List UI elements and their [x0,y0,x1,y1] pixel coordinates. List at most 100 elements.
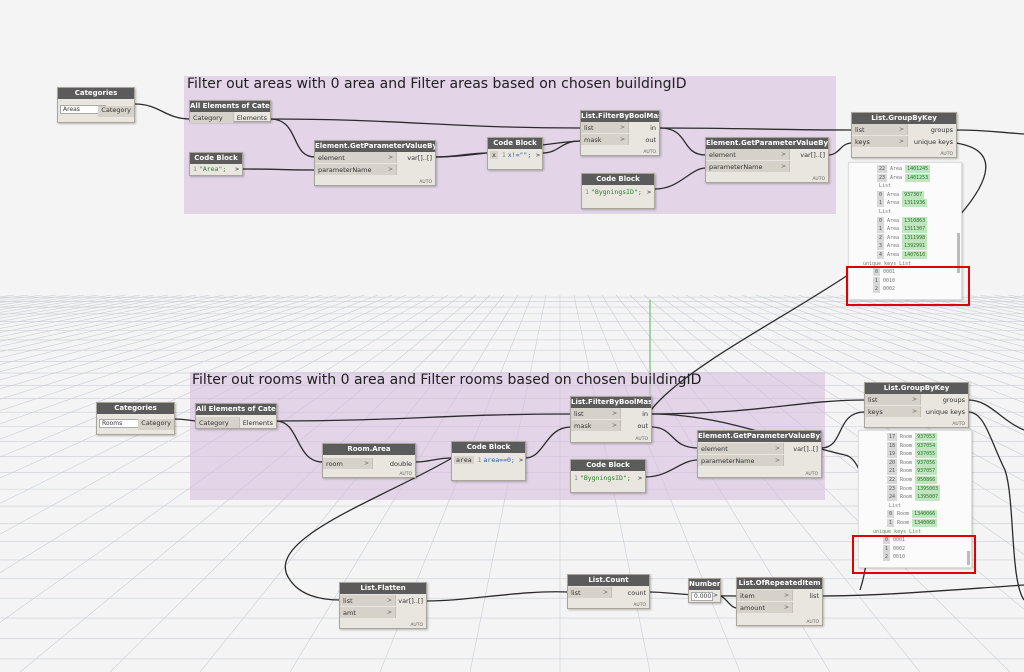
output-port[interactable]: > [536,151,540,159]
node-code-block-area[interactable]: Code Block 1"Area";> [189,152,243,176]
node-title[interactable]: All Elements of Category [196,404,276,415]
node-list-ofrepeateditem[interactable]: List.OfRepeatedItem item>list amount> AU… [736,577,823,626]
preview-scrollbar[interactable] [967,551,970,565]
input-port-room[interactable]: room> [323,458,373,469]
node-title[interactable]: Code Block [488,138,542,149]
node-code-block-bygningsid-areas[interactable]: Code Block 1"BygningsID";> [581,173,655,209]
input-port-item[interactable]: item> [737,590,793,601]
node-code-block-bygningsid-rooms[interactable]: Code Block 1"BygningsID";> [570,459,646,493]
input-port-x[interactable]: x [490,151,498,159]
output-port-out[interactable]: out [645,134,659,145]
node-title[interactable]: List.FilterByBoolMask [581,111,659,122]
input-port-mask[interactable]: mask> [581,134,629,145]
input-port-parametername[interactable]: parameterName> [698,455,784,466]
node-title[interactable]: Code Block [190,153,242,164]
node-title[interactable]: List.Flatten [340,583,426,594]
output-port-category[interactable]: Category [98,106,134,117]
node-title[interactable]: List.GroupByKey [852,113,956,124]
node-title[interactable]: Code Block [452,442,525,453]
node-title[interactable]: Code Block [571,460,645,471]
output-port-count[interactable]: count [628,587,649,598]
node-filterbool-areas[interactable]: List.FilterByBoolMask list>in mask>out A… [580,110,660,156]
input-port-category[interactable]: Category [190,112,234,123]
output-port-elements[interactable]: Elements [243,417,276,428]
output-port-unique-keys[interactable]: unique keys [914,136,956,147]
input-port-element[interactable]: element> [698,443,784,454]
number-input[interactable]: 0.000 [691,592,713,601]
input-port-list[interactable]: list> [340,595,396,606]
output-port-var[interactable]: var[]..[] [407,152,435,163]
input-port-mask[interactable]: mask> [571,420,621,431]
preview-scrollbar[interactable] [957,233,960,273]
code-text[interactable]: x!=""; [507,151,532,159]
node-all-elements-areas[interactable]: All Elements of Category CategoryElement… [189,100,271,123]
output-port[interactable]: > [647,188,651,196]
input-port-keys[interactable]: keys> [865,406,921,417]
input-port-list[interactable]: list> [568,587,612,598]
output-port-groups[interactable]: groups [931,124,956,135]
node-title[interactable]: List.Count [568,575,649,586]
input-port-list[interactable]: list> [571,408,621,419]
node-title[interactable]: Categories [97,403,174,414]
output-port[interactable]: > [712,592,718,599]
output-port-out[interactable]: out [637,420,651,431]
input-port-category[interactable]: Category [196,417,240,428]
input-port-list[interactable]: list> [581,122,629,133]
node-title[interactable]: Element.GetParameterValueByName [698,431,821,442]
node-getparam-areas-2[interactable]: Element.GetParameterValueByName element>… [705,137,829,183]
node-title[interactable]: List.FilterByBoolMask [571,397,651,408]
output-port-var[interactable]: var[]..[] [793,443,821,454]
input-port-keys[interactable]: keys> [852,136,908,147]
node-categories-rooms[interactable]: Categories Rooms▼ Category [96,402,175,435]
output-port-list[interactable]: list [809,590,822,601]
input-port-list[interactable]: list> [865,394,921,405]
output-port[interactable]: > [519,456,523,464]
output-port-groups[interactable]: groups [943,394,968,405]
node-number[interactable]: Number 0.000 > [688,578,721,603]
output-port[interactable]: > [638,474,642,482]
node-groupbykey-areas[interactable]: List.GroupByKey list> groups keys> unique … [851,112,957,158]
output-port[interactable]: > [235,165,239,173]
node-list-count[interactable]: List.Count list>count AUTO [567,574,650,609]
input-port-amount[interactable]: amount> [737,602,793,613]
node-title[interactable]: Element.GetParameterValueByName [706,138,828,149]
input-port-parametername[interactable]: parameterName> [706,161,790,172]
node-categories-areas[interactable]: Categories Areas▼ Category [57,87,135,123]
output-port-unique-keys[interactable]: unique keys [926,406,968,417]
node-list-flatten[interactable]: List.Flatten list>var[]..[] amt> AUTO [339,582,427,629]
node-title[interactable]: Number [689,579,720,590]
group-rooms-title[interactable]: Filter out rooms with 0 area and Filter … [192,372,702,388]
node-filterbool-rooms[interactable]: List.FilterByBoolMask list>in mask>out A… [570,396,652,443]
node-title[interactable]: Element.GetParameterValueByName [315,141,435,152]
node-all-elements-rooms[interactable]: All Elements of Category CategoryElement… [195,403,277,429]
group-areas-title[interactable]: Filter out areas with 0 area and Filter … [187,76,687,92]
code-text[interactable]: "Area"; [198,165,227,173]
output-port-elements[interactable]: Elements [237,112,270,123]
node-title[interactable]: Categories [58,88,134,99]
input-port-list[interactable]: list> [852,124,908,135]
input-port-parametername[interactable]: parameterName> [315,164,397,175]
output-port-in[interactable]: in [642,408,651,419]
node-room-area[interactable]: Room.Area room>double AUTO [322,443,416,478]
output-port-var[interactable]: var[]..[] [398,595,426,606]
output-port-var[interactable]: var[]..[] [800,149,828,160]
output-port-double[interactable]: double [390,458,415,469]
node-title[interactable]: List.GroupByKey [865,383,968,394]
input-port-amt[interactable]: amt> [340,607,396,618]
code-text[interactable]: area==0; [483,456,515,464]
node-getparam-rooms[interactable]: Element.GetParameterValueByName element>… [697,430,822,478]
node-title[interactable]: List.OfRepeatedItem [737,578,822,589]
input-port-area[interactable]: area [454,456,474,464]
node-getparam-areas[interactable]: Element.GetParameterValueByName element>… [314,140,436,186]
node-title[interactable]: All Elements of Category [190,101,270,112]
node-title[interactable]: Room.Area [323,444,415,455]
node-title[interactable]: Code Block [582,174,654,185]
output-port-category[interactable]: Category [138,419,174,430]
node-groupbykey-rooms[interactable]: List.GroupByKey list> groups keys> unique … [864,382,969,428]
code-text[interactable]: "BygningsID"; [590,188,642,196]
